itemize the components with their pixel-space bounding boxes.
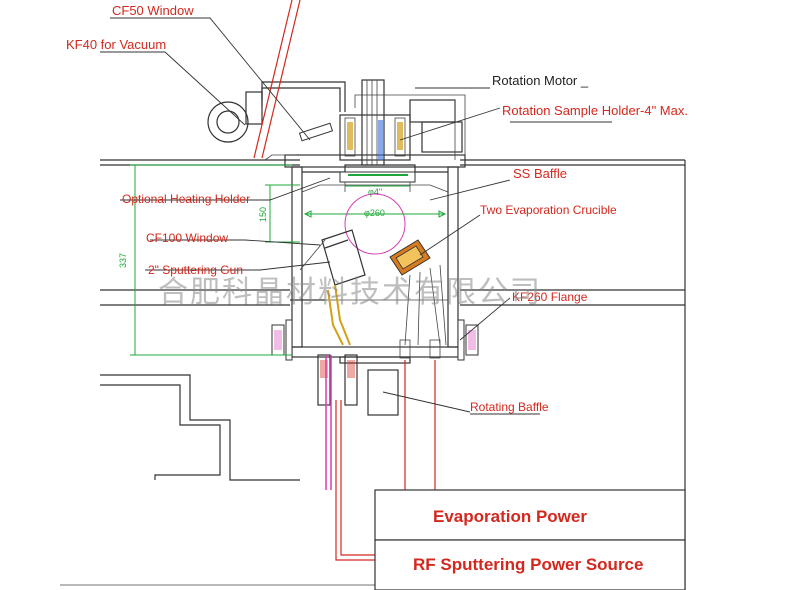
callout-labels: CF50 Window KF40 for Vacuum Rotation Mot… <box>66 3 688 414</box>
kf260-flange-label: KF260 Flange <box>512 290 588 304</box>
bottom-feedthroughs <box>317 339 441 490</box>
rf-sputtering-power-box: RF Sputtering Power Source <box>374 539 686 590</box>
table-frame <box>60 159 686 590</box>
rf-sputtering-power-label: RF Sputtering Power Source <box>413 555 643 574</box>
sample-holder <box>339 171 416 192</box>
diameter-260-label: φ260 <box>364 208 385 218</box>
sputtering-gun-label: 2" Sputtering Gun <box>148 263 243 277</box>
height-337-label: 337 <box>118 253 128 268</box>
dimension-lines: 337 150 φ4" φ260 <box>118 164 447 356</box>
rotation-motor-label: Rotation Motor _ <box>492 73 589 88</box>
company-watermark: 合肥科晶材料技术有限公司 <box>158 275 542 310</box>
optional-heating-holder-label: Optional Heating Holder <box>122 192 250 206</box>
cf50-window <box>253 0 334 161</box>
rotation-sample-holder-label: Rotation Sample Holder-4" Max. <box>502 103 688 118</box>
evaporation-crucible <box>389 239 447 346</box>
kf40-vacuum-port <box>207 81 346 143</box>
evaporation-power-box: Evaporation Power <box>374 489 686 541</box>
cf100-window-label: CF100 Window <box>146 231 228 245</box>
rf-cable <box>325 355 380 561</box>
diameter-4-label: φ4" <box>368 187 382 197</box>
height-150-label: 150 <box>258 207 268 222</box>
leader-lines <box>100 17 612 415</box>
kf260-flange-clamps <box>271 319 479 361</box>
ss-baffle-label: SS Baffle <box>513 166 567 181</box>
rotation-feedthrough <box>339 79 466 166</box>
two-evaporation-crucible-label: Two Evaporation Crucible <box>480 203 617 217</box>
rotating-baffle-label: Rotating Baffle <box>470 400 549 414</box>
sputtering-gun <box>290 229 366 346</box>
cf50-window-label: CF50 Window <box>112 3 194 18</box>
sample-region-circle <box>344 193 406 255</box>
kf40-vacuum-label: KF40 for Vacuum <box>66 37 166 52</box>
evaporation-power-label: Evaporation Power <box>433 507 587 526</box>
